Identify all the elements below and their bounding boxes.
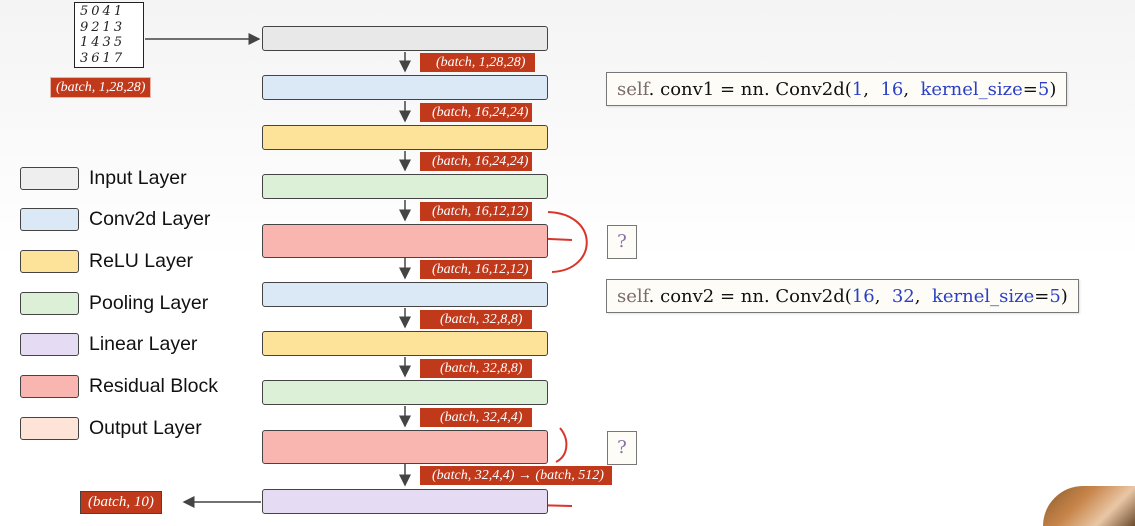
code-token: . conv1 = nn. Conv2d(: [648, 79, 852, 100]
relu-layer-block: [262, 331, 548, 356]
code-token: 5: [1049, 286, 1061, 307]
code-token: self: [617, 79, 649, 100]
conv2d-layer-block: [262, 75, 548, 100]
relu-layer-block: [262, 125, 548, 150]
tensor-shape-label: (batch, 1,28,28): [420, 53, 536, 72]
mnist-sample-image: 5041 9213 1435 3617: [74, 2, 144, 68]
code-token: ): [1049, 79, 1057, 100]
legend-label-input: Input Layer: [89, 167, 187, 189]
tensor-shape-label: (batch, 32,4,4) → (batch, 512): [420, 466, 612, 485]
legend-swatch-relu: [20, 250, 79, 273]
code-token: 32: [891, 286, 915, 307]
residual-block: [262, 224, 548, 258]
code-token: 16: [851, 286, 875, 307]
legend-swatch-output: [20, 417, 79, 440]
input-shape-label: (batch, 1,28,28): [50, 77, 152, 98]
legend-label-relu: ReLU Layer: [89, 250, 194, 272]
tensor-shape-label: (batch, 16,24,24): [420, 152, 533, 171]
tensor-shape-label: (batch, 16,12,12): [420, 260, 533, 279]
legend-label-residual: Residual Block: [89, 375, 218, 397]
residual-skip-annotation: [555, 427, 568, 463]
legend-swatch-linear: [20, 333, 79, 356]
legend-label-output: Output Layer: [89, 417, 202, 439]
conv2d-layer-block: [262, 282, 548, 307]
residual-question-box: ?: [607, 225, 637, 259]
code-token: kernel_size: [931, 286, 1035, 307]
pooling-layer-block: [262, 380, 548, 405]
tensor-shape-label: (batch, 32,8,8): [420, 359, 533, 378]
legend-swatch-input: [20, 167, 79, 190]
legend-swatch-conv2d: [20, 208, 79, 231]
legend-label-conv2d: Conv2d Layer: [89, 208, 211, 230]
tensor-shape-label: (batch, 16,12,12): [420, 202, 533, 221]
conv1-code-snippet: self. conv1 = nn. Conv2d(1, 16, kernel_s…: [606, 72, 1068, 106]
code-token: kernel_size: [920, 79, 1023, 100]
conv2-code-snippet: self. conv2 = nn. Conv2d(16, 32, kernel_…: [606, 279, 1079, 313]
code-token: ): [1060, 286, 1068, 307]
residual-question-box: ?: [607, 431, 637, 465]
residual-skip-annotation: [547, 211, 588, 273]
code-token: 1: [851, 79, 864, 100]
code-token: . conv2 = nn. Conv2d(: [648, 286, 852, 307]
input-layer-block: [262, 26, 548, 51]
legend-label-linear: Linear Layer: [89, 333, 198, 355]
residual-block: [262, 430, 548, 464]
linear-layer-block: [262, 489, 548, 514]
tensor-shape-label: (batch, 32,8,8): [420, 310, 533, 329]
code-token: 5: [1037, 79, 1050, 100]
code-token: 16: [880, 79, 904, 100]
output-shape-label: (batch, 10): [80, 491, 162, 514]
legend-swatch-pooling: [20, 292, 79, 315]
tensor-shape-label: (batch, 16,24,24): [420, 103, 533, 122]
legend-label-pooling: Pooling Layer: [89, 292, 209, 314]
code-token: self: [617, 286, 649, 307]
tensor-shape-label: (batch, 32,4,4): [420, 408, 533, 427]
pooling-layer-block: [262, 174, 548, 199]
legend-swatch-residual: [20, 375, 79, 398]
